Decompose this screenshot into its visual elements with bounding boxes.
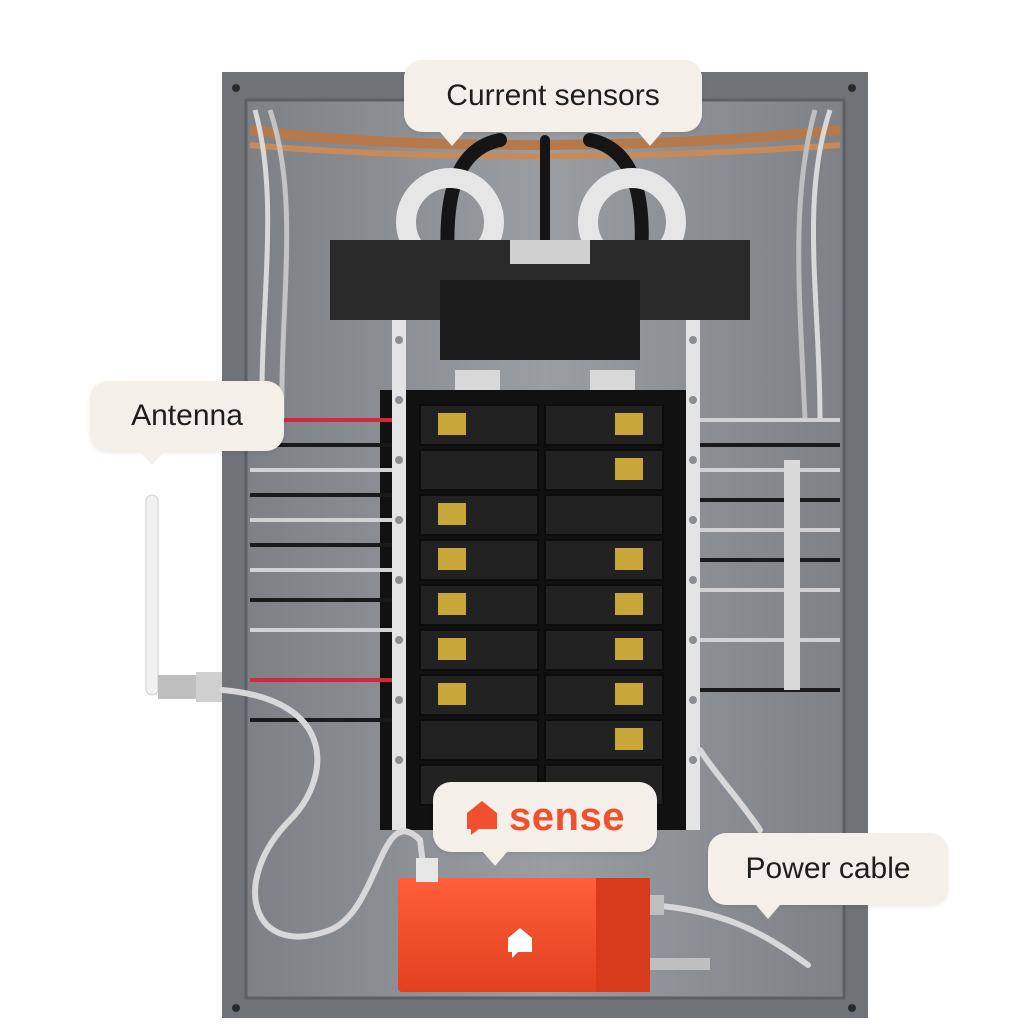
incoming-wire-bundle	[249, 109, 841, 421]
callout-tail	[483, 852, 507, 866]
neutral-bus-bar	[784, 460, 800, 690]
callout-tail-left	[440, 132, 464, 146]
main-breaker	[330, 240, 750, 400]
breaker-bank	[380, 320, 700, 830]
callout-sense-logo: sense	[433, 782, 657, 866]
power-cable-label: Power cable	[745, 852, 911, 885]
callout-tail	[756, 905, 780, 919]
sense-house-bubble-icon	[467, 801, 498, 835]
callout-tail-right	[638, 132, 662, 146]
callout-antenna: Antenna	[90, 381, 284, 465]
sense-house-icon	[508, 928, 532, 958]
sense-monitor-unit	[398, 858, 710, 992]
callout-current-sensors: Current sensors	[404, 60, 702, 146]
sense-brand-text: sense	[509, 795, 625, 839]
current-sensors-label: Current sensors	[446, 79, 660, 112]
antenna-label: Antenna	[131, 399, 243, 432]
antenna	[145, 494, 222, 702]
callout-power-cable: Power cable	[708, 833, 948, 919]
sense-logo: sense	[465, 797, 625, 837]
sense-cables	[219, 687, 811, 968]
callout-tail	[140, 451, 164, 465]
